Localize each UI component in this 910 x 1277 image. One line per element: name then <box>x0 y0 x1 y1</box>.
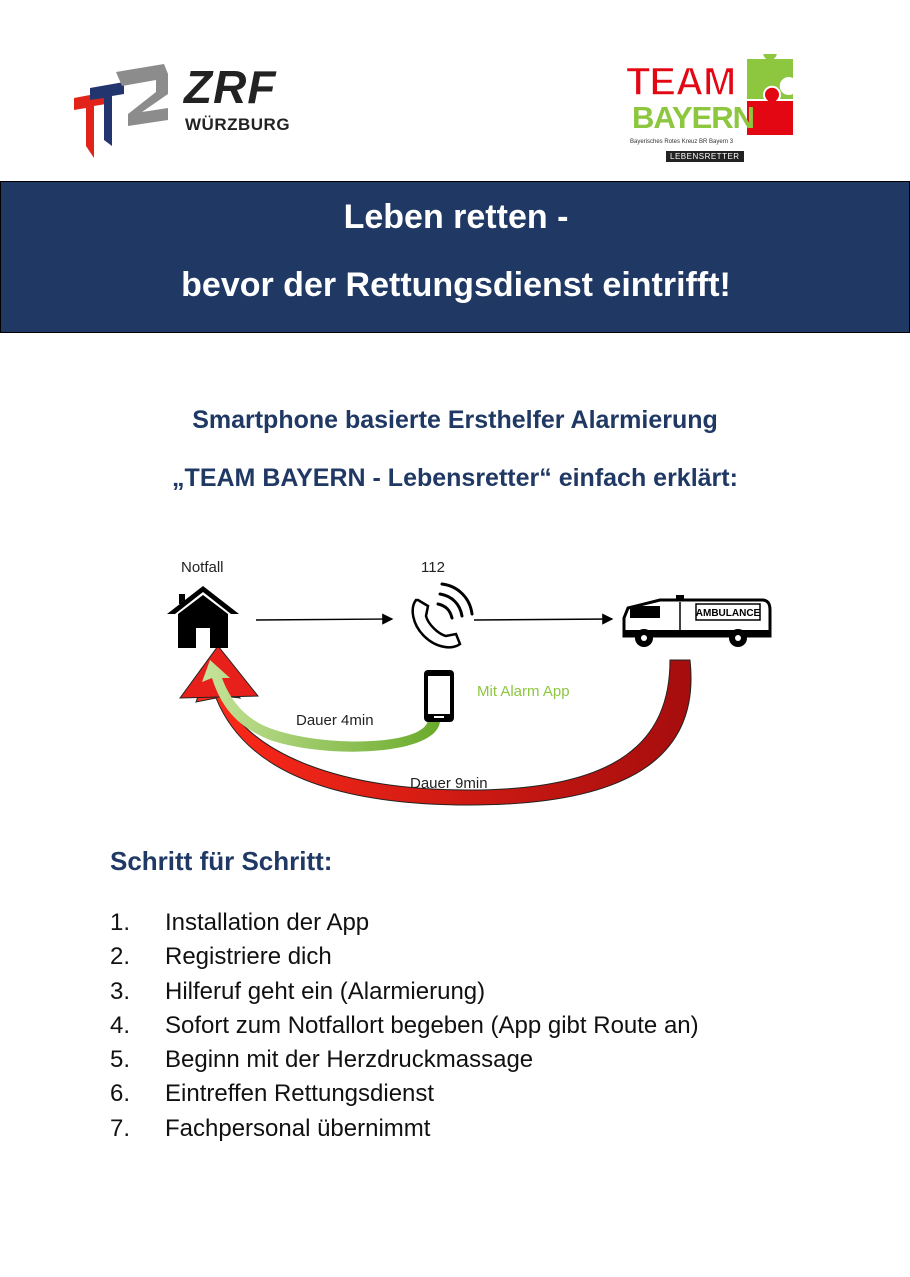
zrf-name: ZRF <box>184 61 277 113</box>
step-text: Installation der App <box>165 909 370 936</box>
banner-line1: Leben retten - <box>343 198 569 236</box>
subheading-line2: „TEAM BAYERN - Lebensretter“ einfach erk… <box>172 464 738 492</box>
diagram-graphics: AMBULANCE <box>167 582 772 806</box>
lebensretter-badge: LEBENSRETTER <box>666 151 744 162</box>
step-item: 5. Beginn mit der Herzdruckmassage <box>110 1043 699 1077</box>
team-bayern-word1: TEAM <box>625 59 737 105</box>
arrow-112-ambulance <box>473 613 614 625</box>
banner-line2: bevor der Rettungsdienst eintrifft! <box>181 266 731 304</box>
step-number: 1. <box>110 909 131 936</box>
phone-call-icon <box>411 582 474 649</box>
ambulance-icon: AMBULANCE <box>622 595 772 647</box>
subheading-line1: Smartphone basierte Ersthelfer Alarmieru… <box>192 406 718 434</box>
step-item: 1. Installation der App <box>110 906 699 940</box>
notfall-label: Notfall <box>181 559 224 576</box>
step-text: Beginn mit der Herzdruckmassage <box>165 1046 534 1074</box>
step-item: 6. Eintreffen Rettungsdienst <box>110 1077 699 1111</box>
title-banner: Leben retten - bevor der Rettungsdienst … <box>0 181 910 333</box>
step-item: 3. Hilferuf geht ein (Alarmierung) <box>110 975 699 1009</box>
zrf-mark-icon <box>74 64 168 158</box>
house-icon <box>167 586 239 648</box>
steps-title: Schritt für Schritt: <box>110 846 333 876</box>
step-number: 2. <box>110 943 131 971</box>
step-item: 7. Fachpersonal übernimmt <box>110 1112 699 1146</box>
step-number: 3. <box>110 977 131 1005</box>
step-text: Hilferuf geht ein (Alarmierung) <box>165 977 486 1005</box>
ambulance-duration-label: Dauer 9min <box>410 775 488 792</box>
steps-list: 1. Installation der App 2. Registriere dich… <box>110 906 699 1146</box>
ambulance-text: AMBULANCE <box>696 608 761 619</box>
step-number: 7. <box>110 1114 131 1142</box>
alarm-flow-diagram: AMBULANCE Notfall 112 Mit Alarm App Daue… <box>0 550 910 830</box>
step-text: Fachpersonal übernimmt <box>165 1114 431 1142</box>
team-bayern-word2: BAYERN <box>632 100 755 135</box>
team-bayern-logo: TEAM BAYERN Bayerisches Rotes Kreuz BR B… <box>618 54 798 168</box>
step-text: Registriere dich <box>165 943 332 971</box>
step-number: 6. <box>110 1080 131 1108</box>
smartphone-icon <box>424 670 454 722</box>
emergency-number-label: 112 <box>421 559 445 576</box>
app-duration-label: Dauer 4min <box>296 712 374 729</box>
team-bayern-subtitle: Bayerisches Rotes Kreuz BR Bayern 3 <box>630 139 734 145</box>
step-text: Eintreffen Rettungsdienst <box>165 1080 435 1108</box>
zrf-city: WÜRZBURG <box>185 115 291 134</box>
green-arrow <box>202 660 440 752</box>
step-number: 4. <box>110 1011 131 1039</box>
step-item: 2. Registriere dich <box>110 940 699 974</box>
step-text: Sofort zum Notfallort begeben (App gibt … <box>165 1011 699 1039</box>
zrf-logo: ZRF WÜRZBURG <box>72 60 302 160</box>
step-item: 4. Sofort zum Notfallort begeben (App gib… <box>110 1009 699 1043</box>
step-number: 5. <box>110 1046 131 1074</box>
arrow-notfall-112 <box>255 613 394 625</box>
alarm-app-label: Mit Alarm App <box>477 683 570 700</box>
puzzle-icon <box>745 54 795 137</box>
